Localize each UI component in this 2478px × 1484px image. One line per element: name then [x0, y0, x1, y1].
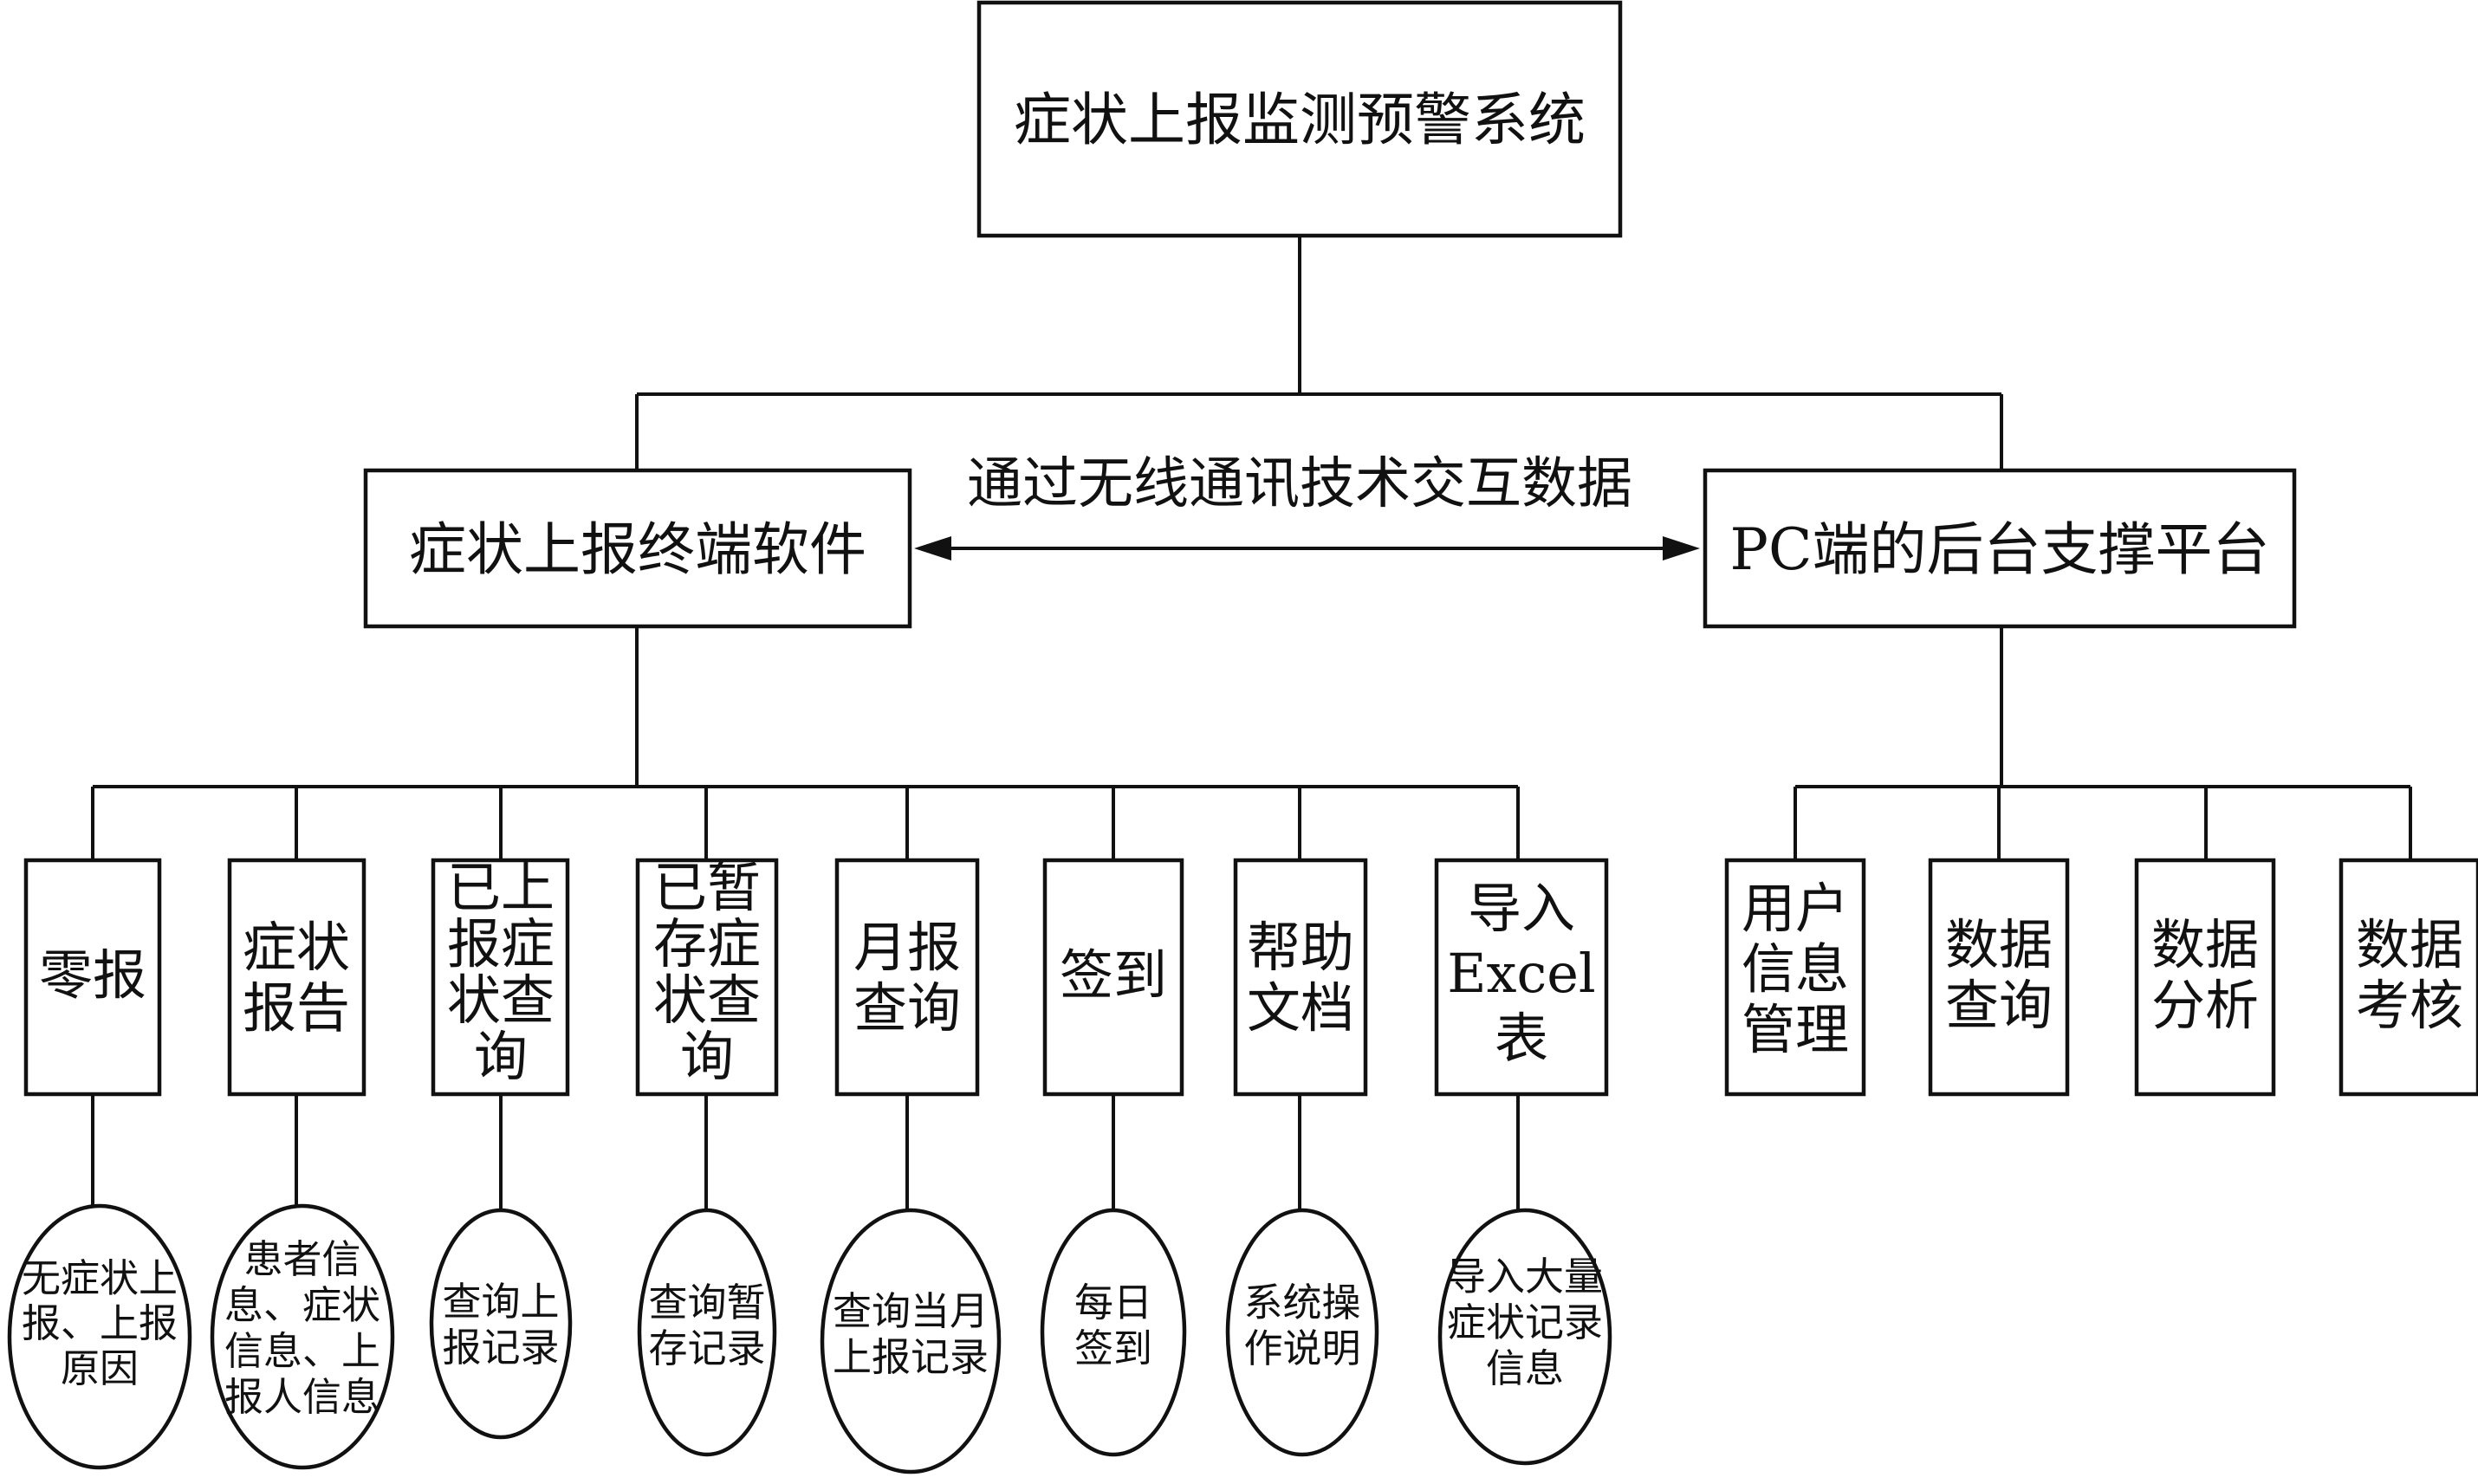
detail-ellipse-symptom-report — [210, 1203, 395, 1470]
module-box-draft-query — [635, 858, 779, 1097]
detail-text-check-in: 每日 — [1074, 1280, 1152, 1325]
module-label-monthly-query: 查询 — [853, 976, 961, 1040]
module-label-draft-query: 已暂 — [653, 856, 761, 919]
detail-text-symptom-report: 报人信息 — [224, 1374, 380, 1420]
detail-ellipse-help-docs — [1225, 1208, 1379, 1457]
terminal-software-label: 症状上报终端软件 — [409, 516, 866, 583]
module-label-data-analysis: 数据 — [2151, 913, 2259, 976]
detail-text-symptom-report: 患者信 — [243, 1236, 360, 1282]
detail-ellipse-import-excel — [1437, 1208, 1612, 1466]
module-box-check-in — [1042, 858, 1184, 1097]
module-box-monthly-query — [834, 858, 980, 1097]
module-label-user-info: 信息 — [1742, 937, 1849, 1001]
module-details: 无症状上 报、上报 原因 患者信 息、症状 信息、上 报人信息 查询上 报记录 … — [7, 1203, 1612, 1474]
module-label-data-assessment: 考核 — [2356, 974, 2463, 1037]
module-box-help-docs — [1233, 858, 1368, 1097]
root-node: 症状上报监测预警系统 — [976, 0, 1623, 238]
detail-text-reported-query: 查询上 — [442, 1279, 559, 1325]
data-exchange-label: 通过无线通讯技术交互数据 — [967, 452, 1632, 516]
detail-text-draft-query: 查询暂 — [648, 1280, 765, 1325]
terminal-software-node: 症状上报终端软件 — [363, 468, 912, 629]
detail-text-draft-query: 存记录 — [648, 1325, 765, 1371]
detail-text-zero-report: 报、上报 — [22, 1300, 178, 1346]
module-label-data-query: 查询 — [1945, 974, 2053, 1037]
detail-text-import-excel: 导入大量 — [1447, 1254, 1603, 1299]
module-label-data-analysis: 分析 — [2151, 974, 2259, 1037]
detail-ellipse-monthly-query — [820, 1208, 1002, 1474]
module-label-user-info: 管理 — [1742, 998, 1849, 1061]
module-box-reported-query — [431, 858, 570, 1097]
module-box-zero-report — [23, 858, 162, 1097]
root-title: 症状上报监测预警系统 — [1014, 87, 1586, 153]
pc-platform-box — [1703, 468, 2297, 629]
module-label-reported-query: 已上 — [447, 856, 555, 919]
module-box-user-info — [1724, 858, 1866, 1097]
module-label-import-excel: Excel — [1447, 942, 1595, 1005]
pc-platform-label: PC端的后台支撑平台 — [1730, 516, 2270, 583]
module-box-import-excel — [1434, 858, 1609, 1097]
detail-text-zero-report: 无症状上 — [22, 1255, 178, 1301]
terminal-modules: 零报 症状 报告 已上 报症 状查 询 已暂 存症 状查 询 月报 查询 签到 … — [23, 856, 1609, 1097]
module-label-help-docs: 文档 — [1247, 976, 1354, 1040]
root-box — [976, 0, 1623, 238]
detail-text-check-in: 签到 — [1074, 1325, 1152, 1371]
detail-text-monthly-query: 上报记录 — [833, 1334, 989, 1380]
platform-modules: 用户 信息 管理 数据 查询 数据 分析 数据 考核 — [1724, 858, 2478, 1097]
module-label-help-docs: 帮助 — [1247, 916, 1354, 979]
detail-text-symptom-report: 息、症状 — [224, 1282, 380, 1328]
detail-ellipse-check-in — [1040, 1208, 1187, 1457]
module-label-check-in: 签到 — [1060, 943, 1167, 1007]
detail-text-symptom-report: 信息、上 — [224, 1328, 380, 1374]
module-label-user-info: 用户 — [1742, 877, 1849, 940]
module-label-reported-query: 状查 — [447, 969, 555, 1032]
terminal-software-box — [363, 468, 912, 629]
module-box-data-assessment — [2339, 858, 2478, 1097]
connectors — [91, 236, 2412, 1210]
module-label-monthly-query: 月报 — [853, 916, 961, 979]
module-label-zero-report: 零报 — [39, 943, 146, 1007]
module-label-reported-query: 报症 — [447, 912, 555, 975]
detail-text-help-docs: 作说明 — [1243, 1325, 1360, 1371]
module-label-import-excel: 表 — [1495, 1007, 1548, 1070]
module-label-data-query: 数据 — [1945, 913, 2053, 976]
module-label-draft-query: 状查 — [653, 969, 761, 1032]
module-label-draft-query: 存症 — [653, 912, 761, 975]
module-box-data-analysis — [2134, 858, 2276, 1097]
detail-text-import-excel: 症状记录 — [1447, 1299, 1603, 1345]
detail-text-reported-query: 报记录 — [442, 1325, 559, 1371]
module-label-data-assessment: 数据 — [2356, 913, 2463, 976]
module-label-symptom-report: 报告 — [243, 976, 350, 1040]
module-label-symptom-report: 症状 — [243, 916, 350, 979]
detail-text-import-excel: 信息 — [1486, 1345, 1564, 1391]
pc-platform-node: PC端的后台支撑平台 — [1703, 468, 2297, 629]
module-box-symptom-report — [227, 858, 367, 1097]
detail-ellipse-reported-query — [429, 1208, 573, 1440]
detail-ellipse-zero-report — [7, 1203, 192, 1470]
detail-text-help-docs: 系统操 — [1243, 1280, 1360, 1325]
arrow-head-left — [914, 536, 951, 561]
data-exchange-arrow: 通过无线通讯技术交互数据 — [914, 452, 1700, 561]
module-label-reported-query: 询 — [474, 1025, 528, 1088]
module-label-import-excel: 导入 — [1468, 877, 1575, 940]
arrow-head-right — [1663, 536, 1700, 561]
detail-text-monthly-query: 查询当月 — [833, 1288, 989, 1334]
module-box-data-query — [1928, 858, 2070, 1097]
module-label-draft-query: 询 — [680, 1025, 734, 1088]
detail-text-zero-report: 原因 — [61, 1345, 139, 1391]
detail-ellipse-draft-query — [637, 1208, 777, 1457]
